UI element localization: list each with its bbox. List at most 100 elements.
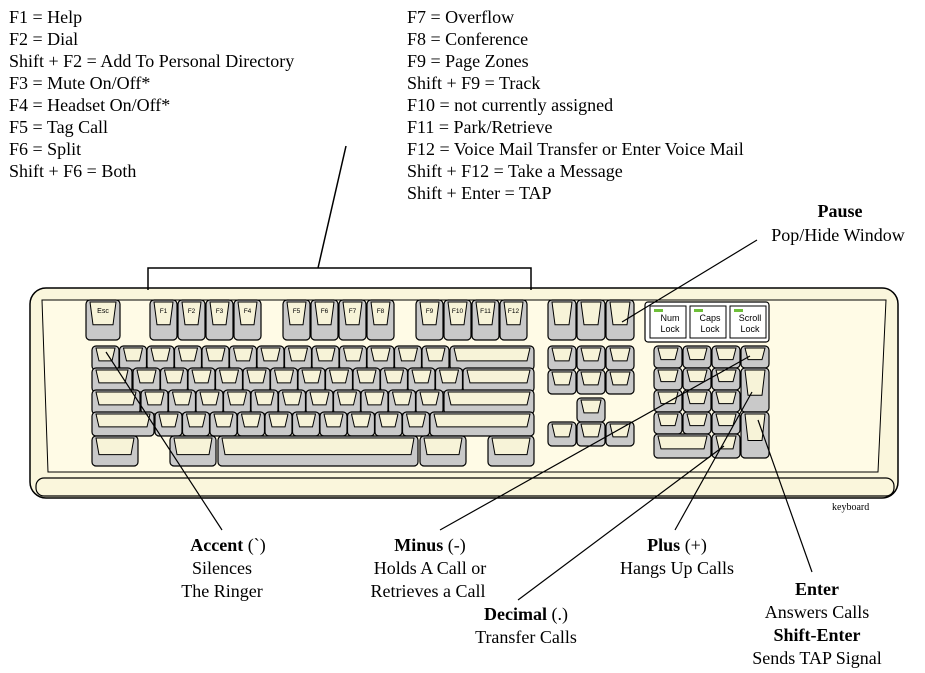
nav-key (605, 369, 635, 395)
left-shortcut-item: F2 = Dial (9, 29, 79, 49)
function-key-top (209, 301, 230, 326)
right-shortcut-item: F9 = Page Zones (407, 51, 529, 71)
letter-key (407, 367, 436, 393)
right-ctrl-key (487, 435, 535, 467)
function-key-label: F4 (244, 308, 252, 315)
number-key-top (177, 347, 199, 362)
number-key-top (95, 347, 116, 362)
nav-key-top (551, 371, 573, 386)
letter-key (236, 411, 266, 437)
function-key-top (237, 301, 258, 326)
decimal-symbol: (.) (546, 604, 568, 624)
number-key-top (287, 347, 309, 362)
decimal-desc-1: Transfer Calls (475, 627, 577, 647)
letter-key-top (383, 369, 405, 384)
right-shift-key (429, 411, 535, 437)
function-key-label: F10 (452, 308, 464, 315)
caps-lock-key (91, 389, 141, 415)
nav-key-top (580, 347, 602, 362)
letter-key-top (254, 391, 275, 406)
numpad-key-top (657, 347, 679, 361)
function-key-label: F2 (188, 308, 196, 315)
numpad-enter-key-top (744, 413, 766, 442)
function-key: F8 (366, 299, 395, 341)
tab-key-top (95, 369, 129, 384)
function-key-top (503, 301, 524, 326)
letter-key-top (309, 391, 330, 406)
numpad-key-top (715, 347, 737, 361)
letter-key-top (301, 369, 322, 384)
numpad-key (682, 389, 712, 413)
fkey-pointer-line (317, 145, 347, 269)
decimal-callout-title: Decimal (.) (484, 603, 568, 625)
function-key: F1 (149, 299, 178, 341)
esc-key-label: Esc (97, 308, 109, 315)
function-key: F10 (443, 299, 472, 341)
nav-key (605, 345, 635, 371)
letter-key (401, 411, 431, 437)
indicator-label: Scroll (739, 313, 762, 323)
system-key (605, 299, 635, 341)
letter-key-top (323, 413, 344, 428)
number-key-top (370, 347, 391, 362)
left-ctrl-key (91, 435, 139, 467)
tab-key (91, 367, 133, 393)
nav-key-top (580, 371, 602, 386)
nav-key-top (551, 347, 573, 362)
letter-key (140, 389, 169, 415)
left-shortcut-item: F4 = Headset On/Off* (9, 95, 171, 115)
number-key-top (205, 347, 226, 362)
right-alt-key-top (423, 437, 463, 456)
letter-key (242, 367, 271, 393)
left-shortcut-item: F3 = Mute On/Off* (9, 73, 151, 93)
letter-key (277, 389, 307, 415)
system-key-top (551, 301, 573, 326)
numpad-key (711, 367, 741, 391)
shift-enter-title: Shift-Enter (773, 625, 861, 645)
letter-key-top (163, 369, 185, 384)
numpad-key (682, 367, 712, 391)
left-shortcut-item: F1 = Help (9, 7, 83, 27)
backslash-key-top (466, 369, 531, 384)
plus-leader-line (674, 391, 753, 531)
minus-symbol: (-) (443, 535, 466, 555)
letter-key (167, 389, 197, 415)
function-key-top (419, 301, 440, 326)
function-key-label: F8 (377, 308, 385, 315)
numpad-minus-key (740, 345, 770, 369)
letter-key-top (281, 391, 303, 406)
letter-key-top (405, 413, 427, 428)
numpad-key (653, 367, 683, 391)
letter-key (379, 367, 409, 393)
right-shortcut-item: F12 = Voice Mail Transfer or Enter Voice… (407, 139, 744, 159)
numpad-key-top (715, 413, 737, 427)
nav-key-top (609, 371, 631, 386)
numpad-key-top (686, 391, 708, 405)
letter-key (222, 389, 252, 415)
number-key (283, 345, 313, 371)
indicator-light (694, 309, 703, 312)
letter-key-top (419, 391, 440, 406)
number-key (366, 345, 395, 371)
right-ctrl-key-top (491, 437, 531, 456)
backspace-key-top (453, 347, 531, 362)
system-key-top (580, 301, 602, 326)
function-key-top (314, 301, 335, 326)
function-key: F4 (233, 299, 262, 341)
indicator-light (654, 309, 663, 312)
numpad-minus-key-top (744, 347, 766, 361)
fkey-bracket (147, 267, 532, 290)
indicator-light (734, 309, 743, 312)
backspace-key (449, 345, 535, 371)
number-key-top (232, 347, 254, 362)
pause-leader-line (621, 239, 758, 323)
letter-key (291, 411, 321, 437)
nav-key (547, 369, 577, 395)
function-key-label: F1 (160, 308, 168, 315)
indicator-label: Lock (660, 324, 680, 334)
numpad-plus-key (740, 367, 770, 413)
letter-key-top (356, 369, 377, 384)
number-key (393, 345, 423, 371)
